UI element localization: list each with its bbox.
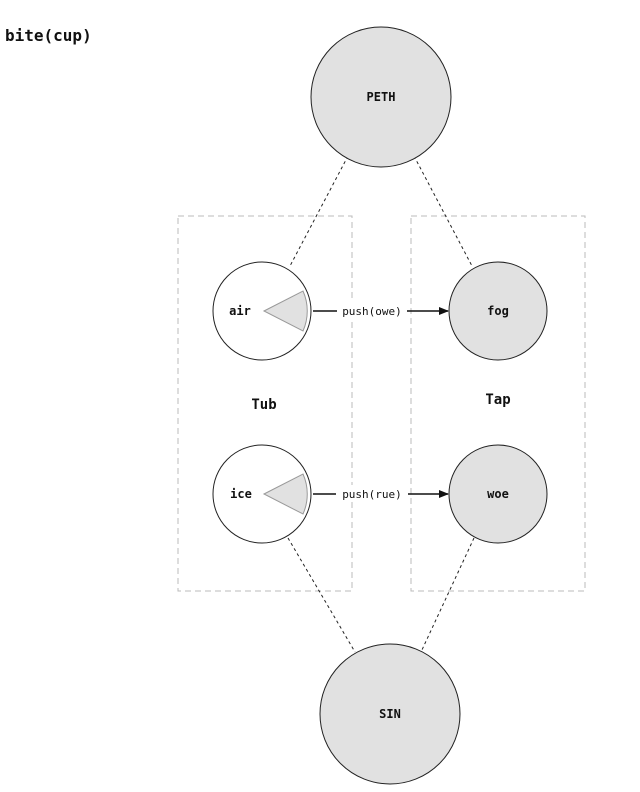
group-label-tub: Tub <box>251 397 276 413</box>
node-air-wedge <box>262 290 308 332</box>
node-fog: fog <box>448 261 548 361</box>
node-fog-label: fog <box>487 304 509 318</box>
page-title: bite(cup) <box>5 26 92 45</box>
edge-label-ice-woe: push(rue) <box>342 488 402 501</box>
edge-label-bg-ice-woe <box>336 485 408 501</box>
node-sin-label: SIN <box>379 707 401 721</box>
connector-peth-air <box>289 155 349 267</box>
edge-label-bg-air-fog <box>337 302 407 318</box>
node-air: air <box>212 261 312 361</box>
node-ice-wedge <box>262 473 308 515</box>
connector-peth-fog <box>413 155 473 267</box>
node-ice: ice <box>212 444 312 544</box>
connector-woe-sin <box>420 537 475 653</box>
group-box-tap <box>410 215 586 592</box>
edge-label-air-fog: push(owe) <box>342 305 402 318</box>
connector-ice-sin <box>287 537 356 653</box>
node-woe-label: woe <box>487 487 509 501</box>
node-woe: woe <box>448 444 548 544</box>
group-label-tap: Tap <box>485 392 510 408</box>
node-air-label: air <box>229 304 251 318</box>
node-peth: PETH <box>310 26 452 168</box>
node-ice-label: ice <box>230 487 252 501</box>
node-peth-label: PETH <box>367 90 396 104</box>
group-box-tub <box>177 215 353 592</box>
node-sin: SIN <box>319 643 461 785</box>
